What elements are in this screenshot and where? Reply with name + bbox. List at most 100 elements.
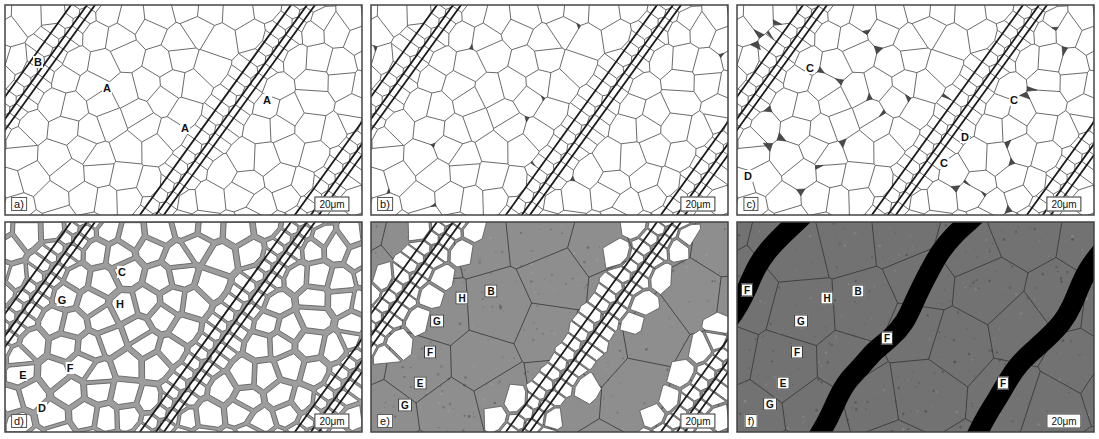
texture-dot <box>778 286 781 289</box>
second-phase-pocket <box>387 189 390 194</box>
phase-label: F <box>881 332 893 345</box>
grain <box>37 401 66 427</box>
phase-label: D <box>37 402 47 414</box>
texture-dot <box>584 287 586 289</box>
texture-dot <box>473 413 474 414</box>
texture-dot <box>957 255 959 257</box>
texture-dot <box>607 362 609 364</box>
grain <box>22 330 46 359</box>
texture-dot <box>1084 356 1087 359</box>
texture-dot <box>1081 249 1083 251</box>
panel-tag: f) <box>745 414 758 428</box>
texture-dot <box>433 422 435 424</box>
phase-label: C <box>805 62 815 74</box>
band-boundary <box>737 5 823 215</box>
texture-dot <box>1020 312 1023 315</box>
grain <box>355 269 362 286</box>
phase-label: A <box>102 82 112 94</box>
texture-dot <box>481 260 484 263</box>
texture-dot <box>829 269 831 271</box>
scale-bar: 20μm <box>1046 414 1081 429</box>
grain <box>87 383 111 402</box>
texture-dot <box>611 417 613 419</box>
texture-dot <box>837 310 839 312</box>
texture-dot <box>512 303 513 304</box>
texture-dot <box>942 371 944 373</box>
texture-dot <box>503 375 505 377</box>
band-boundary <box>884 5 1042 215</box>
texture-dot <box>462 282 464 284</box>
texture-dot <box>957 414 960 417</box>
grain <box>275 405 298 427</box>
texture-dot <box>1048 255 1050 257</box>
texture-dot <box>472 325 474 327</box>
panel-border <box>5 5 362 215</box>
texture-dot <box>739 413 741 415</box>
second-phase-pocket <box>951 186 960 192</box>
texture-dot <box>751 383 753 385</box>
texture-dot <box>1050 264 1051 265</box>
texture-dot <box>587 246 590 249</box>
texture-dot <box>473 365 476 368</box>
second-phase-pocket <box>531 161 535 166</box>
texture-dot <box>489 237 491 239</box>
texture-dot <box>611 354 612 355</box>
texture-dot <box>836 267 838 269</box>
texture-dot <box>755 338 757 340</box>
texture-dot <box>572 277 574 279</box>
grain <box>86 361 112 381</box>
panel-content <box>5 222 362 432</box>
grain <box>405 307 430 337</box>
phase-label: C <box>939 157 949 169</box>
texture-dot <box>712 310 713 311</box>
panel-ground <box>5 5 362 215</box>
texture-dot <box>988 248 990 250</box>
texture-dot <box>897 387 899 389</box>
grain-boundary <box>737 5 1094 215</box>
texture-dot <box>929 314 931 316</box>
second-phase-pocket <box>431 203 436 206</box>
band-boundary <box>657 222 728 432</box>
grain <box>98 222 119 241</box>
texture-dot <box>855 280 857 282</box>
texture-dot <box>878 307 879 308</box>
texture-dot <box>1035 287 1038 290</box>
texture-dot <box>1088 230 1091 233</box>
texture-dot <box>932 389 935 392</box>
texture-dot <box>1029 268 1030 269</box>
texture-dot <box>916 410 919 413</box>
texture-dot <box>589 407 590 408</box>
band-boundary <box>371 222 465 432</box>
texture-dot <box>532 339 534 341</box>
texture-dot <box>795 303 798 306</box>
texture-dot <box>975 279 977 281</box>
texture-dot <box>985 239 987 241</box>
texture-dot <box>453 389 456 392</box>
texture-dot <box>1001 230 1003 232</box>
texture-dot <box>941 303 943 305</box>
texture-dot <box>869 415 871 417</box>
grain <box>373 262 392 290</box>
texture-dot <box>887 278 888 279</box>
texture-dot <box>384 385 387 388</box>
texture-dot <box>561 232 563 234</box>
band-boundary <box>307 222 362 432</box>
texture-dot <box>1078 337 1080 339</box>
texture-dot <box>1071 235 1074 238</box>
texture-dot <box>713 294 714 295</box>
texture-dot <box>523 373 525 375</box>
texture-dot <box>440 386 441 387</box>
phase-label: F <box>741 284 753 297</box>
texture-dot <box>1011 420 1014 423</box>
texture-dot <box>969 284 970 285</box>
texture-dot <box>906 230 907 231</box>
texture-dot <box>1046 410 1049 413</box>
texture-dot <box>1029 227 1031 229</box>
texture-dot <box>930 418 931 419</box>
texture-dot <box>838 242 841 245</box>
texture-dot <box>663 300 664 301</box>
texture-dot <box>851 356 853 358</box>
panel-tag: d) <box>11 414 27 428</box>
texture-dot <box>459 322 462 325</box>
texture-dot <box>532 292 534 294</box>
